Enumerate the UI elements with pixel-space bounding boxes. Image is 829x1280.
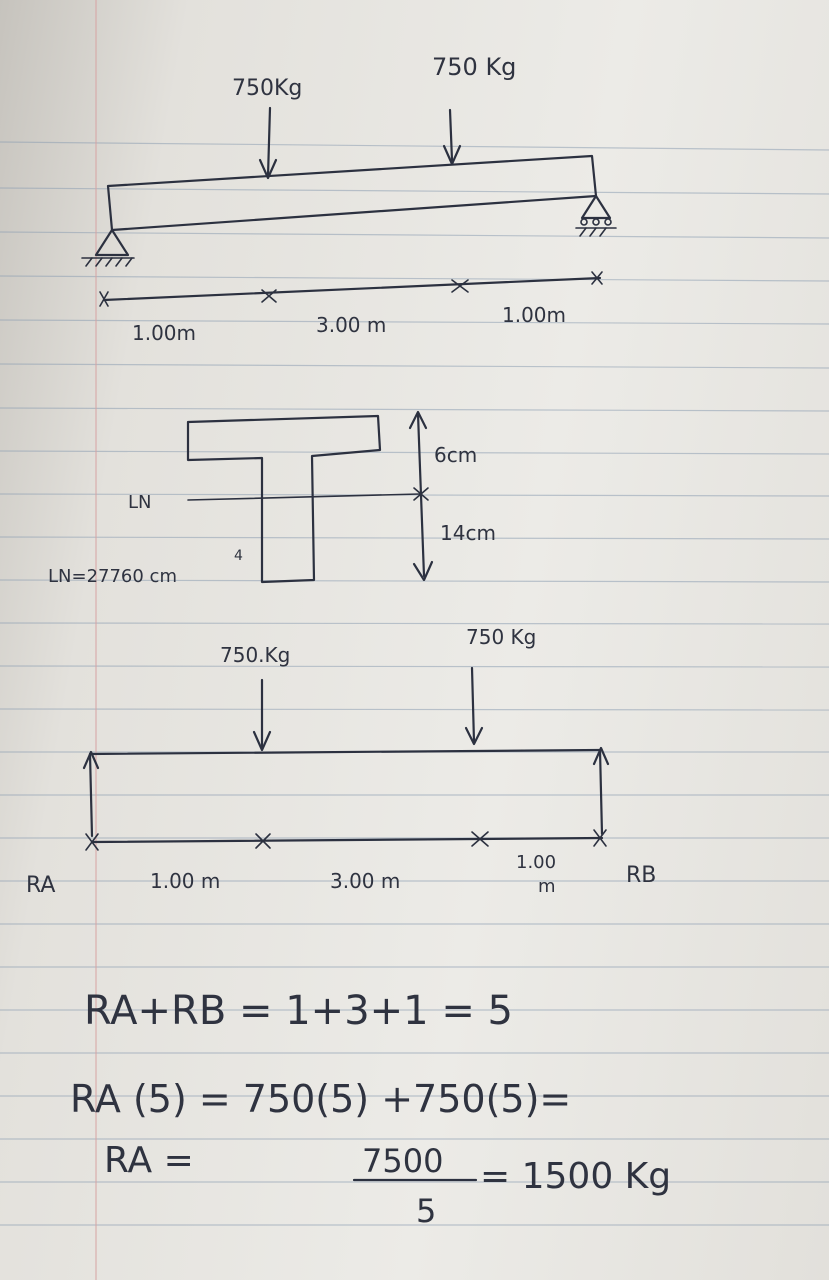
beam-1 [106, 154, 598, 232]
section-dimension [408, 410, 434, 582]
section-top-height: 6cm [434, 443, 477, 467]
inertia-exponent: 4 [234, 548, 243, 564]
equation-line-2: RA (5) = 750(5) +750(5)= [70, 1077, 571, 1121]
dim-label-left-2: 1.00 m [150, 869, 220, 893]
fraction-denominator: 5 [416, 1192, 436, 1230]
beam-diagram-2: 750.Kg 750 Kg 1.00 m 3.00 m 1.00 m RA RB [26, 625, 656, 898]
reaction-label-b: RB [626, 863, 656, 888]
dimension-line-2 [85, 829, 607, 851]
reaction-label-a: RA [26, 873, 55, 898]
beam-2-left-end [88, 752, 94, 838]
load-arrow-right [442, 108, 462, 166]
beam-diagram-1: 750Kg 750 Kg 1.00m 3.00 m 1.00m [81, 53, 617, 345]
dim-label-middle-2: 3.00 m [330, 869, 400, 893]
load-label-right-2: 750 Kg [466, 625, 536, 649]
inertia-label: LN=27760 cm [48, 566, 177, 587]
load-arrow-right-2 [464, 666, 484, 746]
load-label-left: 750Kg [232, 76, 302, 101]
neutral-axis-line [187, 493, 421, 501]
equation-line-1: RA+RB = 1+3+1 = 5 [84, 988, 513, 1034]
roller-support-right [575, 194, 617, 237]
t-section-outline [186, 414, 382, 584]
equation-line-3-left: RA = [104, 1140, 194, 1181]
load-arrow-left-2 [252, 678, 272, 752]
dimension-line-1 [99, 271, 603, 307]
pin-support-left [81, 228, 135, 267]
dim-label-left-1: 1.00m [132, 321, 196, 345]
section-bottom-height: 14cm [440, 521, 496, 545]
reaction-arrow-a [82, 750, 100, 770]
load-arrow-left [258, 106, 278, 180]
dim-label-right-2a: 1.00 [516, 852, 556, 873]
dim-label-middle-1: 3.00 m [316, 313, 386, 337]
t-section-diagram: LN 6cm 14cm LN=27760 cm 4 [48, 410, 496, 587]
load-label-left-2: 750.Kg [220, 643, 290, 667]
load-label-right: 750 Kg [432, 53, 516, 81]
reaction-arrow-b [592, 746, 610, 766]
equations: RA+RB = 1+3+1 = 5 RA (5) = 750(5) +750(5… [70, 988, 671, 1230]
fraction-numerator: 7500 [362, 1142, 443, 1180]
neutral-axis-label: LN [128, 492, 152, 513]
beam-2-top [88, 748, 602, 756]
dim-label-right-1: 1.00m [502, 303, 566, 327]
equation-line-3-right: = 1500 Kg [480, 1156, 671, 1197]
dim-label-right-2b: m [538, 876, 556, 897]
beam-2-right-end [598, 748, 604, 836]
